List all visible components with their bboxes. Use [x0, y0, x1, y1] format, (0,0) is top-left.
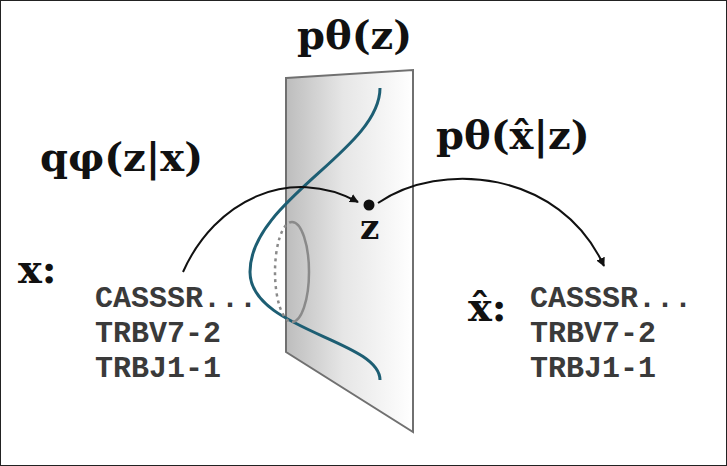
sequence-text: CASSSR... [95, 282, 257, 317]
sequence-text: TRBJ1-1 [530, 352, 656, 387]
sequence-text: CASSSR... [530, 282, 692, 317]
sequence-text: TRBV7-2 [95, 317, 221, 352]
sequence-text: TRBV7-2 [530, 317, 656, 352]
encoder-label: qφ(z|x) [40, 134, 203, 180]
ellipse-back [275, 222, 292, 322]
sequence-text: TRBJ1-1 [95, 352, 221, 387]
prior-label: pθ(z) [297, 12, 412, 58]
input-label: x: [18, 246, 57, 292]
ellipse-front [292, 222, 309, 322]
decoder-label: pθ(x̂|z) [436, 112, 590, 158]
decoder-arrow [378, 179, 604, 266]
latent-label: z [360, 208, 379, 247]
output-label: x̂: [468, 284, 507, 330]
latent-plane [286, 70, 413, 432]
encoder-arrow [183, 187, 358, 272]
gaussian-curve [250, 88, 380, 380]
